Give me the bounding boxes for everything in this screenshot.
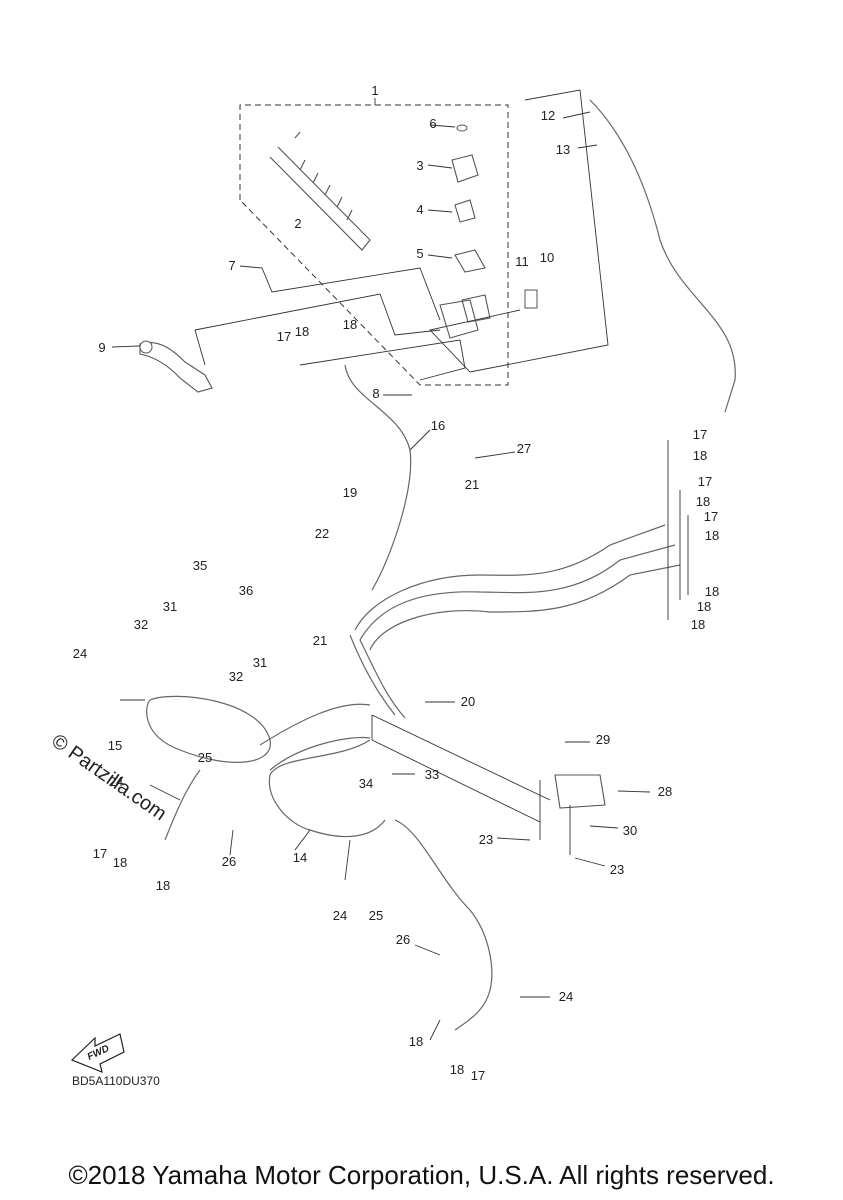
part-callout-14: 14 [293, 850, 307, 865]
part-callout-5: 5 [416, 246, 423, 261]
part-callout-36: 36 [239, 583, 253, 598]
part-callout-20: 20 [461, 694, 475, 709]
leader-lines [111, 111, 651, 1041]
part-callout-10: 10 [540, 250, 554, 265]
part-callout-1: 1 [371, 83, 378, 98]
part-callout-32: 32 [229, 669, 243, 684]
part-callout-11: 11 [515, 254, 529, 269]
reservoir-frame [429, 89, 609, 373]
part-callout-24: 24 [333, 908, 347, 923]
part-callout-17: 17 [93, 846, 107, 861]
copyright-notice: ©2018 Yamaha Motor Corporation, U.S.A. A… [68, 1160, 775, 1190]
part-callout-28: 28 [658, 784, 672, 799]
part-callout-23: 23 [610, 862, 624, 877]
part-callout-17: 17 [277, 329, 291, 344]
reservoir-hose [589, 99, 736, 413]
part-callout-17: 17 [698, 474, 712, 489]
lower-brake-hoses [146, 695, 493, 1031]
fwd-arrow: FWD [70, 1033, 125, 1073]
brake-lever [139, 340, 213, 393]
part-callout-29: 29 [596, 732, 610, 747]
part-callout-26: 26 [396, 932, 410, 947]
lever-guide-lines [194, 267, 466, 381]
part-callout-22: 22 [315, 526, 329, 541]
part-callout-12: 12 [541, 108, 555, 123]
part-callout-33: 33 [425, 767, 439, 782]
part-callout-18: 18 [343, 317, 357, 332]
part-callout-3: 3 [416, 158, 423, 173]
part-callout-4: 4 [416, 202, 423, 217]
part-callout-2: 2 [294, 216, 301, 231]
part-callout-15: 15 [108, 738, 122, 753]
part-callout-30: 30 [623, 823, 637, 838]
part-callout-26: 26 [222, 854, 236, 869]
part-callout-18: 18 [705, 528, 719, 543]
diagram-code: BD5A110DU370 [72, 1074, 160, 1088]
part-callout-18: 18 [693, 448, 707, 463]
part-callout-18: 18 [156, 878, 170, 893]
part-callout-18: 18 [696, 494, 710, 509]
part-callout-18: 18 [705, 584, 719, 599]
part-callout-18: 18 [697, 599, 711, 614]
part-callout-18: 18 [409, 1034, 423, 1049]
part-callout-32: 32 [134, 617, 148, 632]
part-callout-23: 23 [479, 832, 493, 847]
part-callout-6: 6 [429, 116, 436, 131]
brake-pipes [349, 524, 681, 719]
part-callout-34: 34 [359, 776, 373, 791]
part-callout-18: 18 [113, 855, 127, 870]
part-callout-17: 17 [471, 1068, 485, 1083]
screw-strip [269, 131, 371, 251]
part-callout-17: 17 [704, 509, 718, 524]
part-callout-24: 24 [109, 774, 123, 789]
part-callout-18: 18 [450, 1062, 464, 1077]
part-callout-13: 13 [556, 142, 570, 157]
part-callout-16: 16 [431, 418, 445, 433]
part-callout-27: 27 [517, 441, 531, 456]
part-callout-17: 17 [693, 427, 707, 442]
part-callout-19: 19 [343, 485, 357, 500]
part-callout-25: 25 [369, 908, 383, 923]
part-callout-21: 21 [313, 633, 327, 648]
part-callout-7: 7 [228, 258, 235, 273]
master-cylinder-parts [439, 124, 538, 339]
part-callout-8: 8 [372, 386, 379, 401]
part-callout-35: 35 [193, 558, 207, 573]
part-callout-18: 18 [295, 324, 309, 339]
kit-outline [239, 98, 509, 386]
part-callout-24: 24 [73, 646, 87, 661]
part-callout-24: 24 [559, 989, 573, 1004]
part-callout-18: 18 [691, 617, 705, 632]
part-callout-9: 9 [98, 340, 105, 355]
part-callout-31: 31 [163, 599, 177, 614]
part-callout-21: 21 [465, 477, 479, 492]
bolt-column [667, 440, 689, 620]
abs-bracket [371, 714, 606, 855]
part-callout-31: 31 [253, 655, 267, 670]
part-callout-25: 25 [198, 750, 212, 765]
brake-hose-upper [344, 364, 412, 591]
